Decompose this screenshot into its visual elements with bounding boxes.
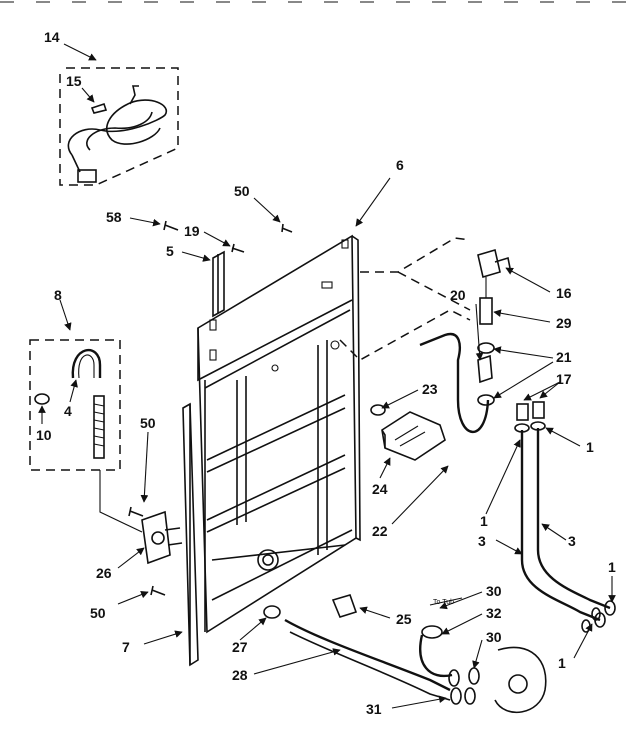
callout-10: 10	[36, 427, 52, 443]
callout-25: 25	[396, 611, 412, 627]
water-valve	[99, 470, 183, 565]
callout-29: 29	[556, 315, 572, 331]
power-cord-kit	[59, 67, 179, 186]
callout-14: 14	[44, 29, 60, 45]
callout-20: 20	[450, 287, 466, 303]
callout-1-d: 1	[558, 655, 566, 671]
callout-58: 58	[106, 209, 122, 225]
bracket	[212, 250, 225, 318]
callout-4: 4	[64, 403, 72, 419]
callout-5: 5	[166, 243, 174, 259]
callout-19: 19	[184, 223, 200, 239]
callout-7: 7	[122, 639, 130, 655]
hose-kit	[29, 339, 121, 471]
hose-note: To Tub	[433, 599, 454, 606]
callout-50: 50	[234, 183, 250, 199]
inlet-hoses	[514, 401, 616, 633]
callout-27: 27	[232, 639, 248, 655]
hose-clamp	[331, 594, 358, 618]
pressure-switch	[477, 248, 511, 406]
callout-1-b: 1	[480, 513, 488, 529]
rear-panel	[197, 234, 361, 634]
callout-17: 17	[556, 371, 572, 387]
clip-bracket	[370, 404, 446, 461]
callout-1-a: 1	[586, 439, 594, 455]
air-tube	[419, 332, 490, 433]
callout-28: 28	[232, 667, 248, 683]
callout-1-c: 1	[608, 559, 616, 575]
callout-23: 23	[422, 381, 438, 397]
callout-50-c: 50	[90, 605, 106, 621]
callout-26: 26	[96, 565, 112, 581]
callout-6: 6	[396, 157, 404, 173]
callout-21: 21	[556, 349, 572, 365]
callout-30-a: 30	[486, 583, 502, 599]
callout-3-b: 3	[568, 533, 576, 549]
callout-15: 15	[66, 73, 82, 89]
callout-30-b: 30	[486, 629, 502, 645]
callout-50-b: 50	[140, 415, 156, 431]
callout-22: 22	[372, 523, 388, 539]
callout-16: 16	[556, 285, 572, 301]
callout-8: 8	[54, 287, 62, 303]
callout-3-a: 3	[478, 533, 486, 549]
callout-24: 24	[372, 481, 388, 497]
callout-31: 31	[366, 701, 382, 717]
side-rail	[182, 402, 199, 667]
leader-lines	[38, 43, 616, 709]
callout-32: 32	[486, 605, 502, 621]
screws	[128, 220, 293, 596]
callout-labels: 14 15 6 50 58 19 5 16 8 20 29 21 17 23 4…	[36, 29, 616, 717]
